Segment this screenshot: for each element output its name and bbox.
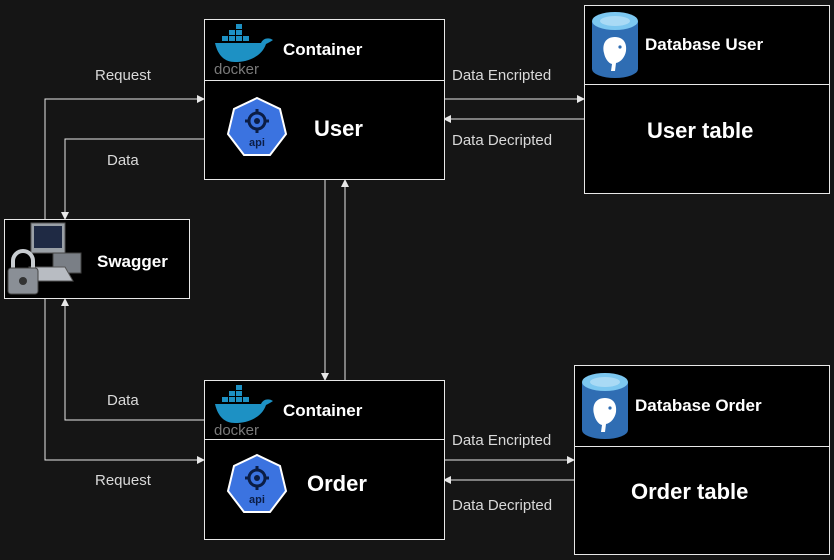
- docker-wordmark: docker: [214, 422, 259, 437]
- data-bottom-label: Data: [107, 392, 139, 409]
- header-divider: [575, 446, 829, 447]
- user-container-node[interactable]: docker Container api User: [204, 19, 445, 180]
- header-divider: [205, 439, 444, 440]
- database-user-node[interactable]: Database User User table: [584, 5, 830, 194]
- postgres-database-icon: [582, 373, 628, 439]
- request-top-label: Request: [95, 67, 151, 84]
- data-bottom-arrow: [61, 298, 204, 421]
- order-table-title: Order table: [631, 479, 749, 504]
- request-bottom-label: Request: [95, 472, 151, 489]
- data-top-label: Data: [107, 152, 139, 169]
- swagger-node[interactable]: Swagger: [4, 219, 190, 299]
- dec-user-label: Data Decripted: [452, 132, 553, 149]
- enc-order-label: Data Encripted: [452, 432, 552, 449]
- api-gear-icon: api: [226, 96, 288, 156]
- docker-wordmark: docker: [214, 61, 259, 76]
- api-text: api: [249, 494, 265, 506]
- postgres-database-icon: [592, 12, 638, 78]
- container-header-label: Container: [283, 40, 363, 59]
- order-title: Order: [307, 471, 367, 496]
- database-order-node[interactable]: Database Order Order table: [574, 365, 830, 555]
- dec-order-label: Data Decripted: [452, 497, 553, 514]
- header-divider: [205, 80, 444, 81]
- enc-user-label: Data Encripted: [452, 67, 552, 84]
- user-table-title: User table: [647, 118, 754, 143]
- request-top-arrow: [44, 95, 205, 219]
- header-divider: [585, 84, 829, 85]
- db-user-header: Database User: [645, 35, 764, 54]
- api-text: api: [249, 137, 265, 149]
- docker-icon: docker: [214, 385, 273, 437]
- db-order-header: Database Order: [635, 396, 762, 415]
- order-container-node[interactable]: docker Container api Order: [204, 380, 445, 540]
- data-top-arrow: [61, 138, 204, 220]
- request-bottom-arrow: [44, 299, 205, 464]
- container-header-label: Container: [283, 401, 363, 420]
- api-gear-icon: api: [226, 453, 288, 513]
- user-title: User: [314, 116, 363, 141]
- workstation-lock-icon: [7, 222, 82, 295]
- swagger-title: Swagger: [97, 252, 168, 271]
- docker-icon: docker: [214, 24, 273, 76]
